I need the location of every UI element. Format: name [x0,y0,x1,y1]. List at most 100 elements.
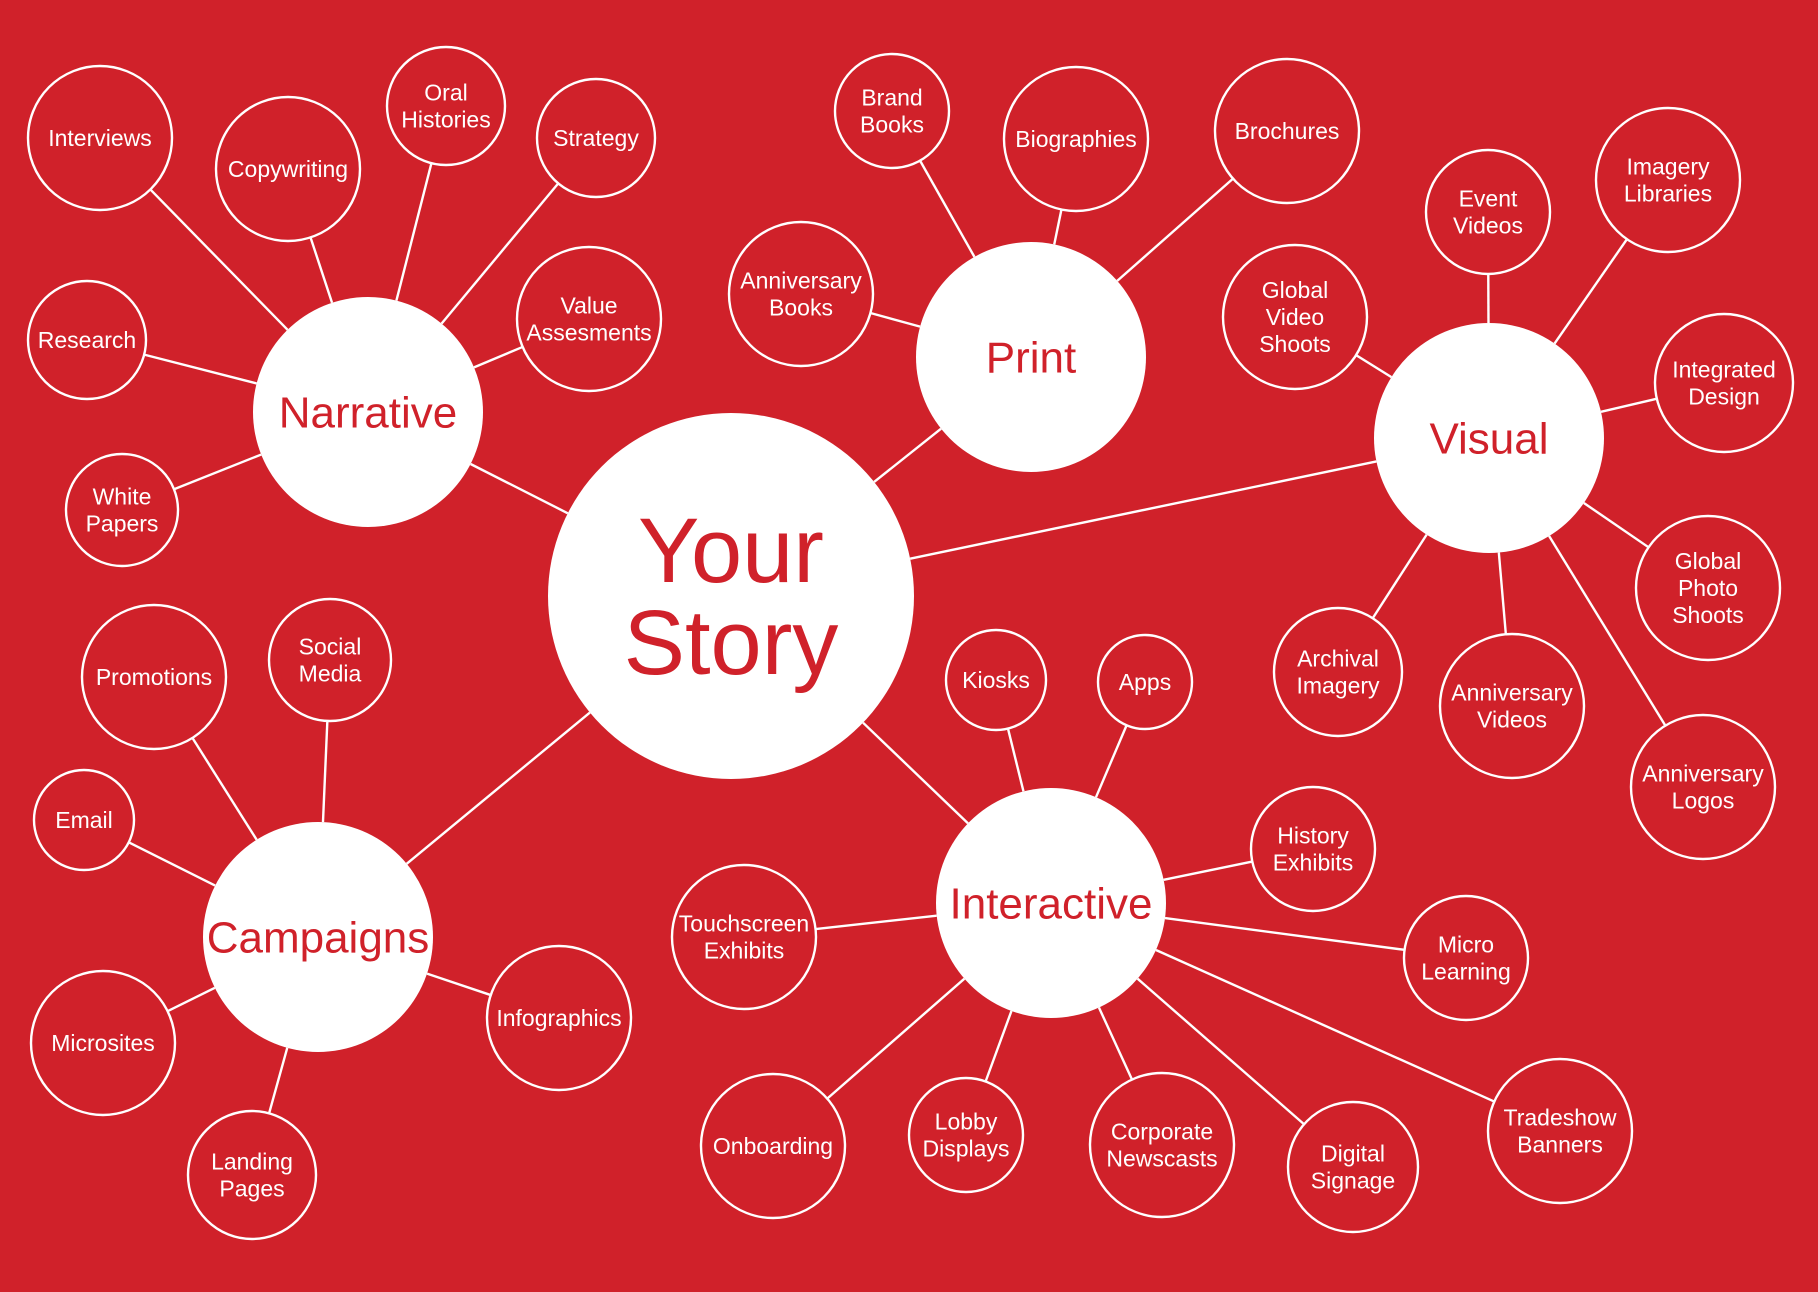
node-copywriting: Copywriting [214,95,362,243]
tradeshow-banners-label-line-2: Banners [1517,1132,1603,1158]
node-kiosks: Kiosks [944,628,1048,732]
anniversary-videos-circle [1438,632,1586,780]
landing-pages-label-line-1: Landing [211,1149,293,1175]
corporate-newscasts-label-line-1: Corporate [1111,1119,1213,1145]
global-video-shoots-label-line-3: Shoots [1259,331,1331,357]
digital-signage-label-line-1: Digital [1321,1141,1385,1167]
campaigns-label-line-1: Campaigns [207,913,430,962]
global-video-shoots-label-line-2: Video [1266,304,1324,330]
email-circle [32,768,136,872]
value-assesments-label-line-2: Assesments [526,320,651,346]
oral-histories-circle [385,45,507,167]
copywriting-circle [214,95,362,243]
interviews-label-line-1: Interviews [48,125,152,151]
global-photo-shoots-label-line-1: Global [1675,548,1741,574]
node-narrative: Narrative [253,297,483,527]
biographies-label-line-1: Biographies [1015,126,1136,152]
microsites-circle [29,969,177,1117]
biographies-circle [1002,65,1150,213]
connector-campaigns-to-landing-pages [267,1047,289,1114]
node-email: Email [32,768,136,872]
your-story-label-line-1: Your [638,500,824,602]
archival-imagery-label-line-1: Archival [1297,646,1379,672]
connector-campaigns-to-infographics [426,972,492,997]
social-media-circle [267,597,393,723]
connector-your-story-to-campaigns [405,711,591,865]
touchscreen-exhibits-circle [670,863,818,1011]
global-video-shoots-circle [1221,243,1369,391]
connector-visual-to-global-video-shoots [1355,354,1393,379]
apps-circle [1096,633,1194,731]
promotions-label-line-1: Promotions [96,664,212,690]
lobby-displays-label-line-2: Displays [923,1136,1010,1162]
node-visual: Visual [1374,323,1604,553]
connector-interactive-to-kiosks [1006,728,1025,792]
micro-learning-label-line-2: Learning [1421,959,1511,985]
imagery-libraries-label-line-1: Imagery [1626,154,1710,180]
white-papers-label-line-2: Papers [86,511,159,537]
print-circle [916,242,1146,472]
anniversary-books-label-line-1: Anniversary [740,268,862,294]
your-story-circle [548,413,914,779]
interactive-label-line-1: Interactive [950,879,1153,928]
node-apps: Apps [1096,633,1194,731]
lobby-displays-label-line-1: Lobby [935,1109,998,1135]
kiosks-circle [944,628,1048,732]
oral-histories-label-line-2: Histories [401,107,490,133]
micro-learning-label-line-1: Micro [1438,932,1494,958]
white-papers-circle [64,452,180,568]
connector-your-story-to-visual [909,460,1377,560]
history-exhibits-label-line-2: Exhibits [1273,850,1354,876]
connector-print-to-anniversary-books [870,311,921,328]
social-media-label-line-2: Media [299,661,362,687]
touchscreen-exhibits-label-line-2: Exhibits [704,938,785,964]
imagery-libraries-circle [1594,106,1742,254]
brand-books-label-line-1: Brand [861,85,922,111]
infographics-circle [485,944,633,1092]
connector-interactive-to-digital-signage [1136,977,1305,1126]
connector-your-story-to-interactive [862,721,969,825]
node-campaigns: Campaigns [203,822,433,1052]
anniversary-logos-circle [1629,713,1777,861]
micro-learning-circle [1402,894,1530,1022]
research-circle [26,279,148,401]
connector-visual-to-anniversary-logos [1548,535,1667,727]
strategy-circle [535,77,657,199]
connector-visual-to-archival-imagery [1371,533,1428,619]
node-print: Print [916,242,1146,472]
connector-interactive-to-history-exhibits [1163,860,1253,881]
connector-interactive-to-tradeshow-banners [1155,948,1495,1103]
integrated-design-circle [1653,312,1795,454]
brochures-circle [1213,57,1361,205]
anniversary-logos-label-line-1: Anniversary [1642,761,1764,787]
connector-visual-to-anniversary-videos [1497,552,1508,635]
imagery-libraries-label-line-2: Libraries [1624,181,1712,207]
node-interviews: Interviews [26,64,174,212]
history-exhibits-label-line-1: History [1277,823,1349,849]
connector-narrative-to-research [143,353,257,385]
anniversary-books-label-line-2: Books [769,295,833,321]
corporate-newscasts-label-line-2: Newscasts [1106,1146,1217,1172]
connector-interactive-to-apps [1094,724,1128,798]
connector-print-to-biographies [1053,209,1063,245]
anniversary-logos-label-line-2: Logos [1672,788,1735,814]
oral-histories-label-line-1: Oral [424,80,467,106]
research-label-line-1: Research [38,327,136,353]
lobby-displays-circle [907,1076,1025,1194]
touchscreen-exhibits-label-line-1: Touchscreen [679,911,809,937]
interactive-circle [936,788,1166,1018]
connector-campaigns-to-social-media [321,720,329,823]
connector-campaigns-to-email [128,841,216,887]
connector-interactive-to-touchscreen-exhibits [815,914,937,931]
visual-circle [1374,323,1604,553]
